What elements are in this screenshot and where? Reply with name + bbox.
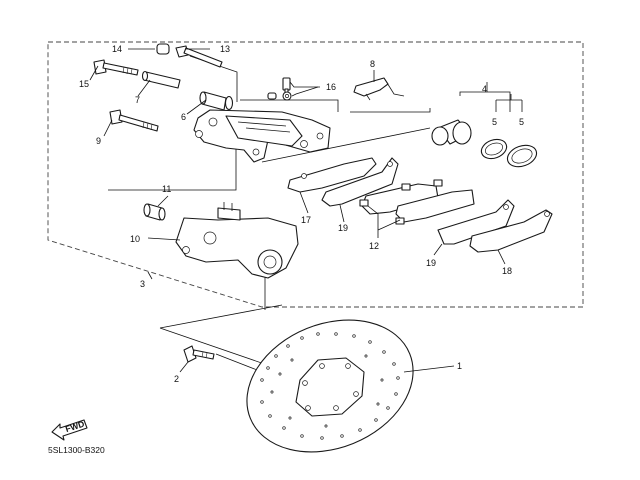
drawing-code: 5SL1300-B320 xyxy=(48,445,105,455)
callout-leaders xyxy=(89,48,523,373)
seal-ring-part xyxy=(480,138,538,168)
bolt-part xyxy=(109,109,159,132)
callout-8: 8 xyxy=(370,59,375,69)
callout-18: 18 xyxy=(502,266,512,276)
callout-9: 9 xyxy=(96,136,101,146)
callout-11: 11 xyxy=(162,184,171,194)
disc-bolt-part xyxy=(183,345,215,363)
callout-13: 13 xyxy=(220,44,230,54)
callout-12: 12 xyxy=(369,241,379,251)
callout-labels: 1 2 3 4 5 5 6 7 8 9 10 11 12 13 14 15 16… xyxy=(79,44,524,384)
collar-part xyxy=(156,43,170,55)
callout-17: 17 xyxy=(301,215,311,225)
pad-spring-part xyxy=(353,77,405,101)
callout-3: 3 xyxy=(140,279,145,289)
callout-5a: 5 xyxy=(492,117,497,127)
caliper-bushing-part xyxy=(143,203,166,221)
pin-part xyxy=(175,45,223,68)
callout-15: 15 xyxy=(79,79,89,89)
brake-pad-part xyxy=(321,157,399,207)
assembly-boundary xyxy=(47,41,584,308)
callout-6: 6 xyxy=(181,112,186,122)
brake-disc-part xyxy=(246,319,414,453)
caliper-body xyxy=(193,109,331,163)
caliper-bracket-part xyxy=(175,202,299,279)
slide-pin-part xyxy=(141,70,181,89)
pad-retainer-part xyxy=(359,179,475,225)
callout-19a: 19 xyxy=(338,223,348,233)
forward-arrow-icon: FWD xyxy=(51,419,88,441)
pad-shim-part-b xyxy=(469,209,553,253)
callout-7: 7 xyxy=(135,95,140,105)
bleed-screw-part xyxy=(267,77,292,101)
callout-16: 16 xyxy=(326,82,336,92)
piston-part xyxy=(431,119,472,146)
callout-2: 2 xyxy=(174,374,179,384)
brake-pad-part-b xyxy=(437,199,515,245)
long-bolt-part xyxy=(93,59,139,76)
disc-drill-holes xyxy=(260,332,400,440)
callout-5b: 5 xyxy=(519,117,524,127)
callout-1: 1 xyxy=(457,361,462,371)
callout-14: 14 xyxy=(112,44,122,54)
callout-4: 4 xyxy=(482,84,487,94)
callout-19b: 19 xyxy=(426,258,436,268)
callout-10: 10 xyxy=(130,234,140,244)
pad-shim-part xyxy=(287,157,377,193)
